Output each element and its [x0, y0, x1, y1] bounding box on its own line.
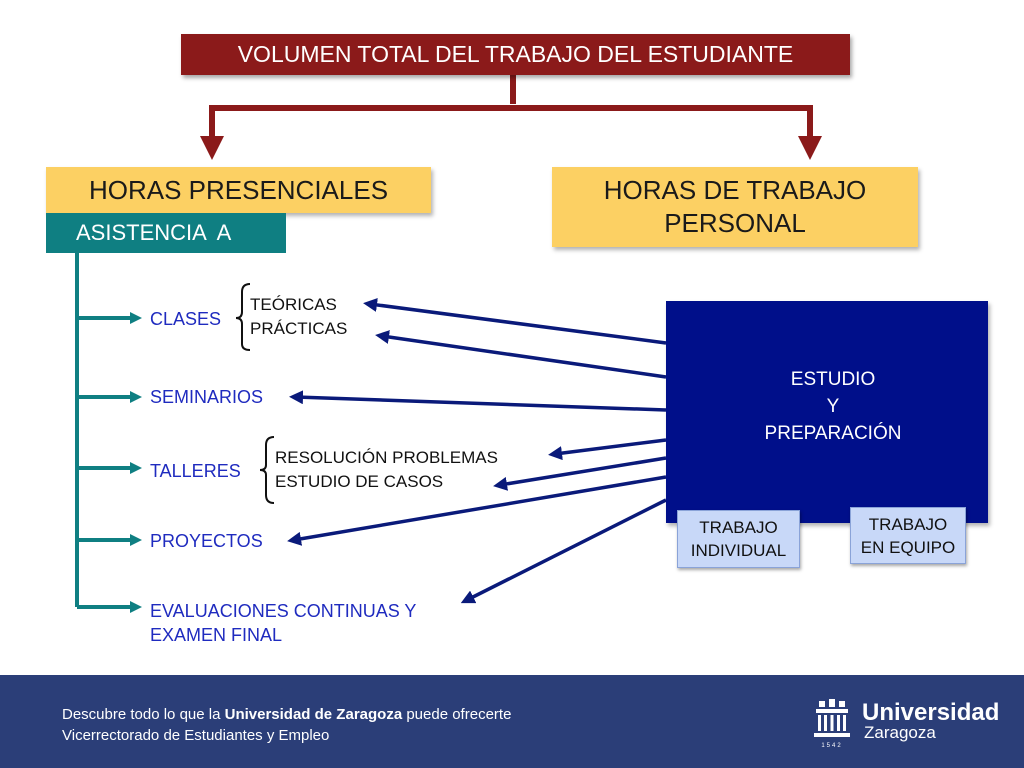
study-box [666, 301, 988, 523]
horas-trabajo-line1: HORAS DE TRABAJO [603, 175, 867, 205]
trabajo-equipo-line1: TRABAJO [868, 514, 948, 534]
study-line2: Y [826, 396, 840, 417]
subitem-practicas: PRÁCTICAS [250, 319, 348, 338]
clases-subitems: TEÓRICAS PRÁCTICAS [250, 293, 347, 341]
footer-line1: Descubre todo lo que la Universidad de Z… [62, 704, 511, 725]
study-box-text: ESTUDIO Y PREPARACIÓN [666, 366, 1000, 447]
horas-presenciales-box: HORAS PRESENCIALES [46, 167, 431, 213]
item-proyectos: PROYECTOS [150, 531, 263, 551]
horas-presenciales-label: HORAS PRESENCIALES [88, 174, 389, 205]
title-text: VOLUMEN TOTAL DEL TRABAJO DEL ESTUDIANTE [237, 41, 794, 67]
item-talleres: TALLERES [150, 461, 241, 481]
study-arrows [287, 297, 667, 604]
logo-name: Universidad [862, 699, 1000, 726]
footer-text: Descubre todo lo que la Universidad de Z… [62, 704, 511, 746]
asistencia-box: ASISTENCIA A [46, 213, 286, 253]
trabajo-individual-line1: TRABAJO [699, 518, 778, 537]
brace-talleres [259, 436, 275, 504]
item-evaluaciones: EVALUACIONES CONTINUAS Y EXAMEN FINAL [150, 599, 416, 647]
asistencia-label: ASISTENCIA A [76, 220, 232, 245]
horas-trabajo-line2: PERSONAL [664, 208, 806, 238]
item-clases: CLASES [150, 309, 222, 329]
footer-line1-post: puede ofrecerte [402, 706, 512, 723]
university-emblem-icon[interactable]: 1542 [812, 699, 852, 749]
study-line1: ESTUDIO [790, 369, 876, 390]
evaluaciones-line2: EXAMEN FINAL [150, 625, 283, 645]
footer-line1-pre: Descubre todo lo que la [62, 706, 225, 723]
talleres-subitems: RESOLUCIÓN PROBLEMAS ESTUDIO DE CASOS [275, 446, 498, 494]
trabajo-equipo-box: TRABAJO EN EQUIPO [850, 507, 966, 564]
logo-sub: Zaragoza [864, 723, 936, 742]
asistencia-tree [75, 253, 142, 613]
horas-trabajo-personal-box: HORAS DE TRABAJO PERSONAL [552, 167, 918, 247]
trabajo-individual-line2: INDIVIDUAL [690, 541, 787, 560]
footer-link-universidad[interactable]: Universidad de Zaragoza [224, 706, 403, 723]
evaluaciones-line1: EVALUACIONES CONTINUAS Y [150, 601, 417, 621]
study-line3: PREPARACIÓN [764, 423, 902, 444]
title-branch-arrows [200, 75, 822, 160]
subitem-resolucion-problemas: RESOLUCIÓN PROBLEMAS [275, 448, 498, 467]
footer-bar [0, 675, 1024, 768]
brace-clases [235, 283, 251, 351]
trabajo-equipo-line2: EN EQUIPO [860, 537, 956, 557]
trabajo-individual-box: TRABAJO INDIVIDUAL [677, 510, 800, 568]
item-seminarios: SEMINARIOS [150, 387, 264, 407]
subitem-estudio-casos: ESTUDIO DE CASOS [275, 472, 444, 491]
logo-year: 1542 [821, 743, 842, 749]
footer-line2: Vicerrectorado de Estudiantes y Empleo [62, 727, 330, 744]
title-box: VOLUMEN TOTAL DEL TRABAJO DEL ESTUDIANTE [181, 34, 850, 75]
subitem-teoricas: TEÓRICAS [250, 295, 337, 314]
